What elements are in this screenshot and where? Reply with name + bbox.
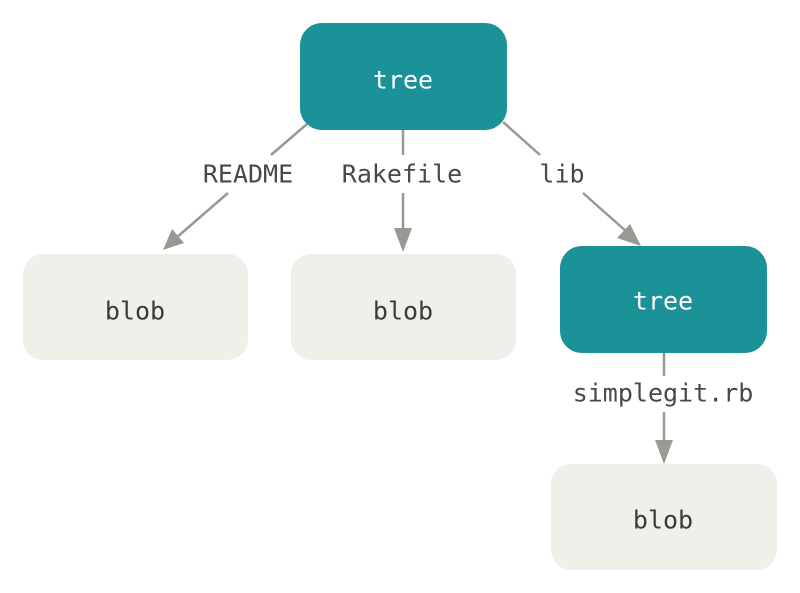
blob-node-box — [551, 464, 777, 570]
node-blob-rakefile: blob — [291, 254, 516, 360]
blob-node-label: blob — [373, 297, 433, 326]
edge-label-readme: README — [203, 160, 293, 189]
edge-readme-line-upper — [270, 123, 308, 156]
edge-readme-line-lower — [175, 192, 229, 239]
tree-node-box — [560, 246, 767, 353]
edge-label-rakefile: Rakefile — [342, 160, 462, 189]
edge-readme-arrowhead — [163, 229, 184, 250]
edge-simplegit-arrowhead — [655, 440, 673, 464]
edge-lib-arrowhead — [617, 224, 641, 246]
edge-rakefile-arrowhead — [394, 228, 412, 252]
blob-node-label: blob — [633, 506, 693, 535]
tree-node-label: tree — [633, 287, 693, 316]
edge-lib-line-upper — [502, 121, 541, 156]
node-blob-simplegit: blob — [551, 464, 777, 570]
tree-node-box — [300, 23, 507, 130]
edge-labels: README Rakefile lib simplegit.rb — [203, 160, 753, 408]
edges — [163, 121, 673, 464]
blob-node-label: blob — [105, 297, 165, 326]
node-root-tree: tree — [300, 23, 507, 130]
tree-node-label: tree — [373, 66, 433, 95]
node-blob-readme: blob — [23, 254, 248, 360]
blob-node-box — [23, 254, 248, 360]
node-lib-tree: tree — [560, 246, 767, 353]
edge-label-lib: lib — [539, 160, 584, 189]
blob-node-box — [291, 254, 516, 360]
edge-lib-line-lower — [582, 192, 628, 233]
edge-label-simplegit: simplegit.rb — [573, 379, 754, 408]
